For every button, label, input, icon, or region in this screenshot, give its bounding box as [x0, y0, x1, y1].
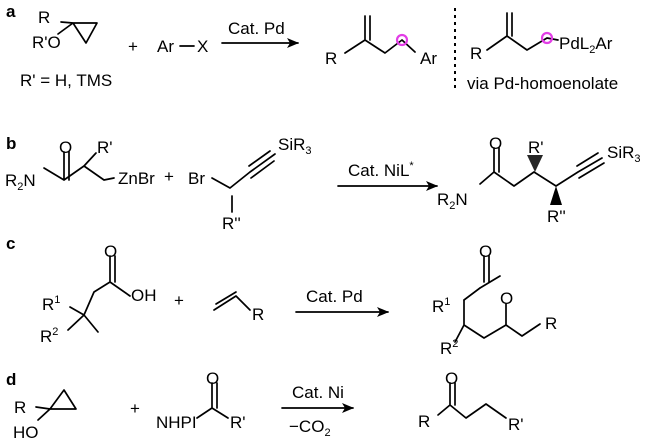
hashed-wedge-r-prime	[527, 155, 543, 172]
product-r-label: R	[325, 49, 337, 68]
ester-o-label: O	[206, 369, 219, 388]
r-prime-o-label: R'O	[32, 33, 61, 52]
znbr-label: ZnBr	[118, 169, 155, 188]
propargyl-bromide-reactant: Br SiR3 R''	[188, 135, 312, 233]
product-r-label: R	[545, 314, 557, 333]
aryl-halide-reactant: Ar X	[157, 37, 208, 56]
product-silyl-label: SiR3	[607, 143, 641, 165]
catalyst-label-d: Cat. Ni	[292, 383, 344, 402]
section-b: b O R' R2N ZnBr + Br SiR3 R'' Cat. NiL* …	[5, 134, 641, 233]
section-label-c: c	[6, 234, 15, 253]
byproduct-label: −CO2	[289, 417, 331, 439]
plus-sign: +	[174, 291, 184, 310]
section-d: d R HO + O NHPI R' Cat. Ni −CO2 O R R'	[6, 369, 524, 439]
catalyst-label-b: Cat. NiL*	[348, 160, 414, 180]
intermediate-r-label: R	[470, 44, 482, 63]
x-label: X	[197, 37, 208, 56]
product-r2-label: R2	[440, 338, 458, 358]
product-alkyne-b: O R' R2N SiR3 R''	[437, 134, 641, 226]
alkene-r-label: R	[252, 305, 264, 324]
product-r-label-d: R	[418, 412, 430, 431]
catalyst-label-c: Cat. Pd	[306, 287, 363, 306]
acid-o-label: O	[104, 242, 117, 261]
product-ar-label: Ar	[420, 49, 437, 68]
pd-ligand-label: PdL2Ar	[559, 34, 613, 56]
wedge-r-double-prime	[550, 186, 562, 205]
amine-label: R2N	[5, 171, 36, 193]
cyclopropanol-reactant-a: R R'O	[32, 8, 98, 52]
plus-sign: +	[130, 399, 140, 418]
section-a: a R R'O + Ar X Cat. Pd R' = H, TMS R Ar	[6, 2, 618, 93]
pd-homoenolate-note: via Pd-homoenolate	[467, 74, 618, 93]
product-ketone-d: O R R'	[418, 369, 524, 434]
lactone-ring-o-label: O	[500, 289, 513, 308]
plus-sign: +	[164, 167, 174, 186]
ho-label: HO	[13, 423, 39, 439]
r-prime-label: R'	[97, 138, 113, 157]
homoenolate-carbon-highlight	[540, 31, 554, 45]
product-carbonyl-o-label: O	[489, 134, 502, 153]
oh-label: OH	[131, 286, 157, 305]
br-label: Br	[188, 169, 205, 188]
homoenolate-carbon-highlight	[395, 33, 409, 47]
lactone-carbonyl-o-label: O	[479, 242, 492, 261]
product-r-prime-label-d: R'	[508, 415, 524, 434]
plus-sign: +	[128, 37, 138, 56]
nhpi-label: NHPI	[156, 413, 197, 432]
r-double-prime-label: R''	[222, 214, 241, 233]
section-label-b: b	[6, 134, 16, 153]
r-prime-definition: R' = H, TMS	[20, 71, 112, 90]
product-o-label-d: O	[445, 369, 458, 388]
product-lactone-c: O O R1 R2 R	[432, 242, 557, 358]
product-ketone-a: R Ar	[325, 15, 437, 68]
r2-label: R2	[40, 326, 58, 346]
product-r-double-prime-label: R''	[547, 207, 566, 226]
catalyst-label-a: Cat. Pd	[228, 19, 285, 38]
organozinc-reactant: O R' R2N ZnBr	[5, 138, 155, 193]
section-label-d: d	[6, 370, 16, 389]
r1-label: R1	[42, 294, 60, 314]
carboxylic-acid-reactant: O OH R1 R2	[40, 242, 157, 346]
cyclopropanol-reactant-d: R HO	[13, 389, 77, 439]
r-prime-label-d: R'	[230, 413, 246, 432]
r-group-label: R	[38, 8, 50, 27]
silyl-label: SiR3	[278, 135, 312, 157]
pd-homoenolate-intermediate: R PdL2Ar via Pd-homoenolate	[467, 12, 618, 93]
section-label-a: a	[6, 2, 16, 21]
product-r-prime-label: R'	[528, 138, 544, 157]
alkene-reactant: R	[213, 291, 264, 324]
r-label-d: R	[14, 398, 26, 417]
ar-label: Ar	[157, 37, 174, 56]
product-amine-label: R2N	[437, 190, 468, 212]
nhpi-ester-reactant: O NHPI R'	[156, 369, 246, 432]
carbonyl-o-label: O	[59, 138, 72, 157]
product-r1-label: R1	[432, 296, 450, 316]
section-c: c O OH R1 R2 + R Cat. Pd O O R1 R2 R	[6, 234, 557, 358]
